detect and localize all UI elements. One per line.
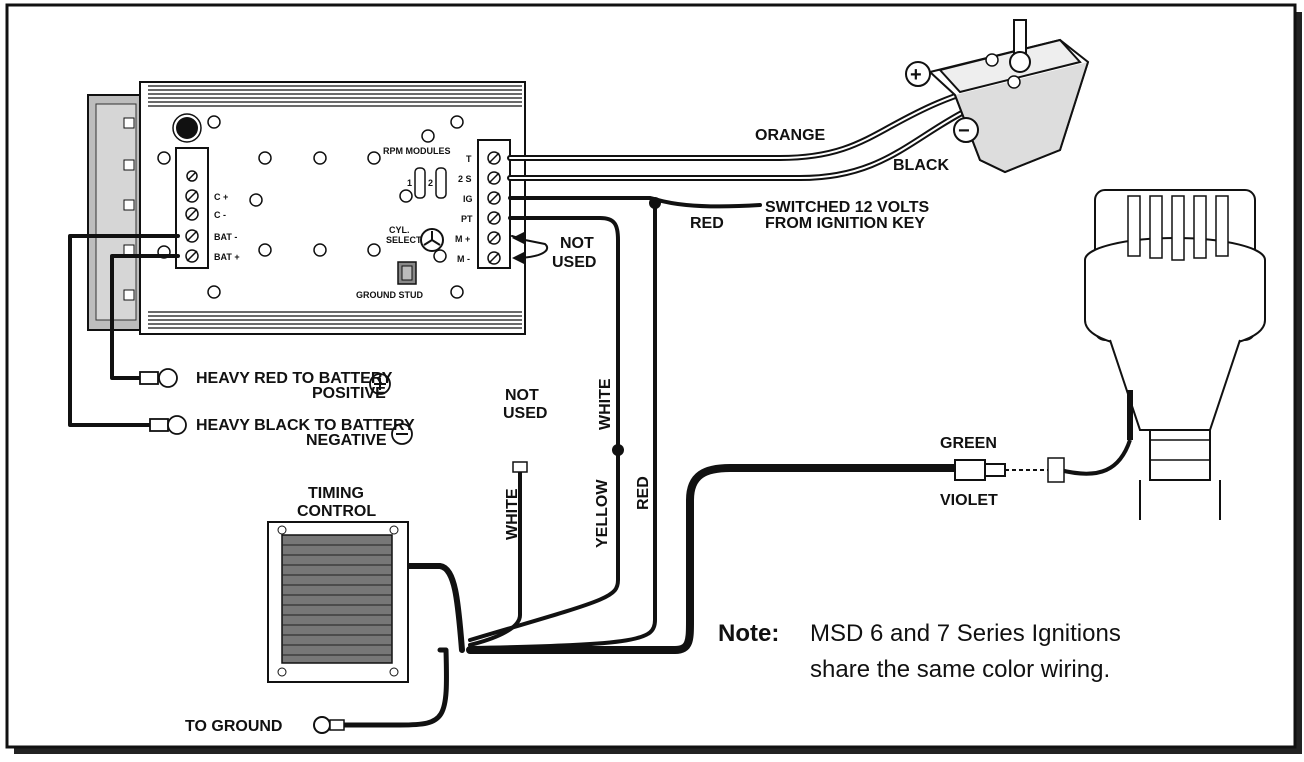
black-wire-label: BLACK <box>893 157 949 174</box>
timing-control <box>267 521 409 683</box>
rpm-module-2-label: 2 <box>428 178 433 188</box>
rpm-module-1-label: 1 <box>407 178 412 188</box>
timing-control-label-2: CONTROL <box>297 503 376 520</box>
heavy-red-label-2: POSITIVE <box>312 385 386 402</box>
rpm-modules-label: RPM MODULES <box>383 146 451 156</box>
not-used-tc-label-2: USED <box>503 405 547 422</box>
terminal-label-c-minus: C - <box>214 210 226 220</box>
not-used-right-label-2: USED <box>552 254 596 271</box>
terminal-label-ig: IG <box>463 194 473 204</box>
cyl-select-label-1: CYL. <box>389 225 410 235</box>
white-vertical-label: WHITE <box>597 378 614 430</box>
heavy-black-label-2: NEGATIVE <box>306 432 387 449</box>
terminal-label-m-minus: M - <box>457 254 470 264</box>
terminal-label-pt: PT <box>461 214 473 224</box>
coil: + − <box>905 19 1090 174</box>
cyl-select-label-2: SELECT <box>386 235 422 245</box>
heavy-black-label-1: HEAVY BLACK TO BATTERY <box>196 417 415 434</box>
not-used-tc-label-1: NOT <box>505 387 539 404</box>
ignition-box: C + C - BAT - BAT + T 2 S IG PT M + M - … <box>87 81 526 335</box>
ground-stud-label: GROUND STUD <box>356 290 423 300</box>
switched-12v-label-2: FROM IGNITION KEY <box>765 215 925 232</box>
coil-minus-icon: − <box>958 120 970 142</box>
terminal-label-2s: 2 S <box>458 174 472 184</box>
heavy-red-label-1: HEAVY RED TO BATTERY <box>196 370 393 387</box>
battery-terminals <box>139 368 413 445</box>
violet-wire-label: VIOLET <box>940 492 998 509</box>
note-line-1: MSD 6 and 7 Series Ignitions <box>810 620 1121 647</box>
orange-wire-label: ORANGE <box>755 127 826 144</box>
coil-plus-icon: + <box>910 64 922 86</box>
red-wire-label: RED <box>690 215 724 232</box>
switched-12v-label-1: SWITCHED 12 VOLTS <box>765 199 929 216</box>
red-vertical-label: RED <box>635 476 652 510</box>
terminal-label-bat-minus: BAT - <box>214 232 237 242</box>
yellow-wire-label: YELLOW <box>594 479 611 548</box>
terminal-label-c-plus: C + <box>214 192 228 202</box>
note-line-2: share the same color wiring. <box>810 656 1110 683</box>
terminal-label-m-plus: M + <box>455 234 470 244</box>
terminal-label-bat-plus: BAT + <box>214 252 240 262</box>
white-timing-label: WHITE <box>504 488 521 540</box>
green-wire-label: GREEN <box>940 435 997 452</box>
timing-control-label-1: TIMING <box>308 485 364 502</box>
wires <box>68 77 1015 728</box>
distributor <box>1047 189 1266 520</box>
to-ground-label: TO GROUND <box>185 718 282 735</box>
not-used-right-label-1: NOT <box>560 235 594 252</box>
note-label: Note: <box>718 620 779 647</box>
terminal-label-t: T <box>466 154 472 164</box>
